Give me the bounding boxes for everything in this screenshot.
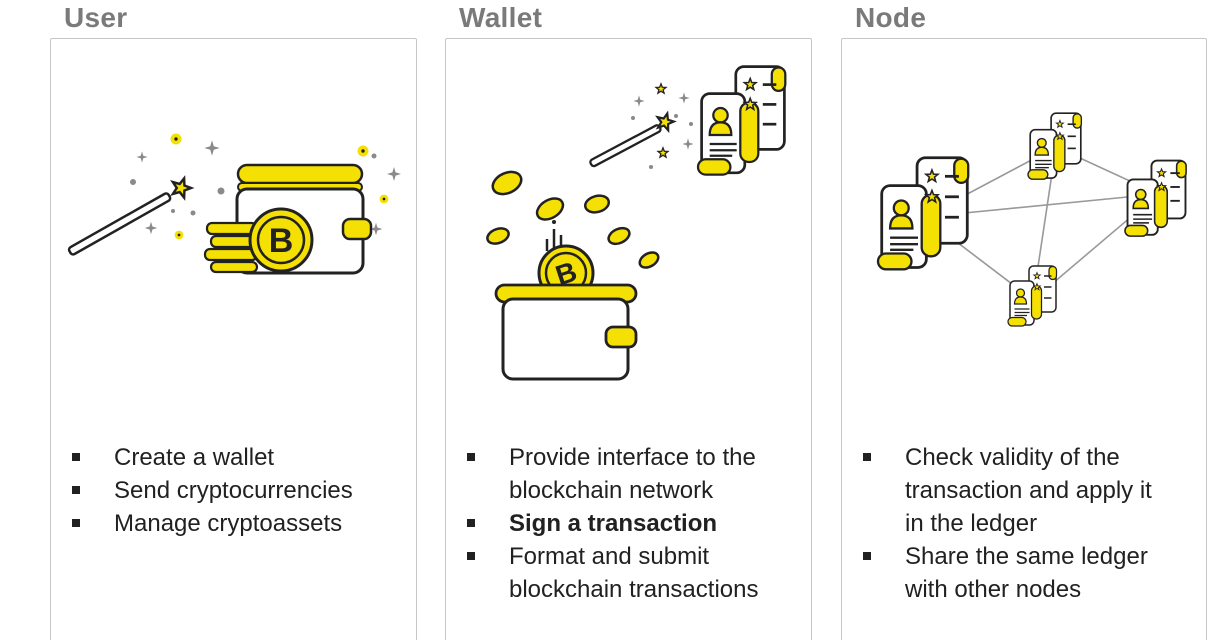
card-user: B Create a wallet Send cryptocurrencies … [50,38,417,640]
bullet-text: Send cryptocurrencies [114,477,353,504]
bullet-text: Sign a transaction [509,510,718,537]
coin-stack-icon [203,221,263,274]
bullet-text: Manage cryptoassets [114,510,343,537]
list-item: Manage cryptoassets [51,507,370,540]
list-item: Check validity of the transaction and ap… [842,441,1161,540]
magic-wand-icon [589,124,662,168]
bullet-square-icon [863,552,871,560]
falling-coins [486,170,660,269]
signed-receipt-icon [698,67,785,175]
bullet-square-icon [467,453,475,461]
wallet-illustration: B [486,59,813,381]
bullet-square-icon [72,486,80,494]
card-wallet: B Provide interface to the blockchain ne… [445,38,812,640]
column-user: User [50,0,417,640]
bullet-text: Create a wallet [114,444,275,471]
svg-text:B: B [269,222,294,260]
column-title-user: User [64,2,128,33]
ledger-node-icon [1028,113,1081,179]
ledger-node-icon [1125,161,1186,237]
wallet-icon [494,283,638,381]
bullet-list: Provide interface to the blockchain netw… [446,441,765,606]
list-item: Format and submit blockchain transaction… [446,540,765,606]
user-illustration: B [67,133,401,275]
bullet-square-icon [467,552,475,560]
bullet-square-icon [467,519,475,527]
card-node: Check validity of the transaction and ap… [841,38,1207,640]
bullet-list: Create a wallet Send cryptocurrencies Ma… [51,441,370,540]
bullet-text: Share the same ledger with other nodes [905,543,1148,603]
bullet-square-icon [72,453,80,461]
bullet-text: Format and submit blockchain transaction… [509,543,759,603]
bullet-list: Check validity of the transaction and ap… [842,441,1161,606]
list-item: Create a wallet [51,441,370,474]
list-item: Send cryptocurrencies [51,474,370,507]
sparkles [631,83,694,169]
sparkles [130,133,401,240]
column-title-node: Node [855,2,927,33]
bullet-text: Provide interface to the blockchain netw… [509,444,756,504]
ledger-node-icon [878,158,968,270]
magic-wand-icon [67,192,172,256]
column-title-wallet: Wallet [459,2,543,33]
node-illustration [842,99,1208,389]
ledger-node-icon [1008,266,1057,326]
list-item: Share the same ledger with other nodes [842,540,1161,606]
column-node: Node Check validity of t [841,0,1207,640]
bitcoin-coin-icon: B [248,207,314,273]
list-item: Sign a transaction [446,507,765,540]
bullet-square-icon [863,453,871,461]
bullet-text: Check validity of the transaction and ap… [905,444,1152,537]
list-item: Provide interface to the blockchain netw… [446,441,765,507]
bullet-square-icon [72,519,80,527]
column-wallet: Wallet [445,0,812,640]
